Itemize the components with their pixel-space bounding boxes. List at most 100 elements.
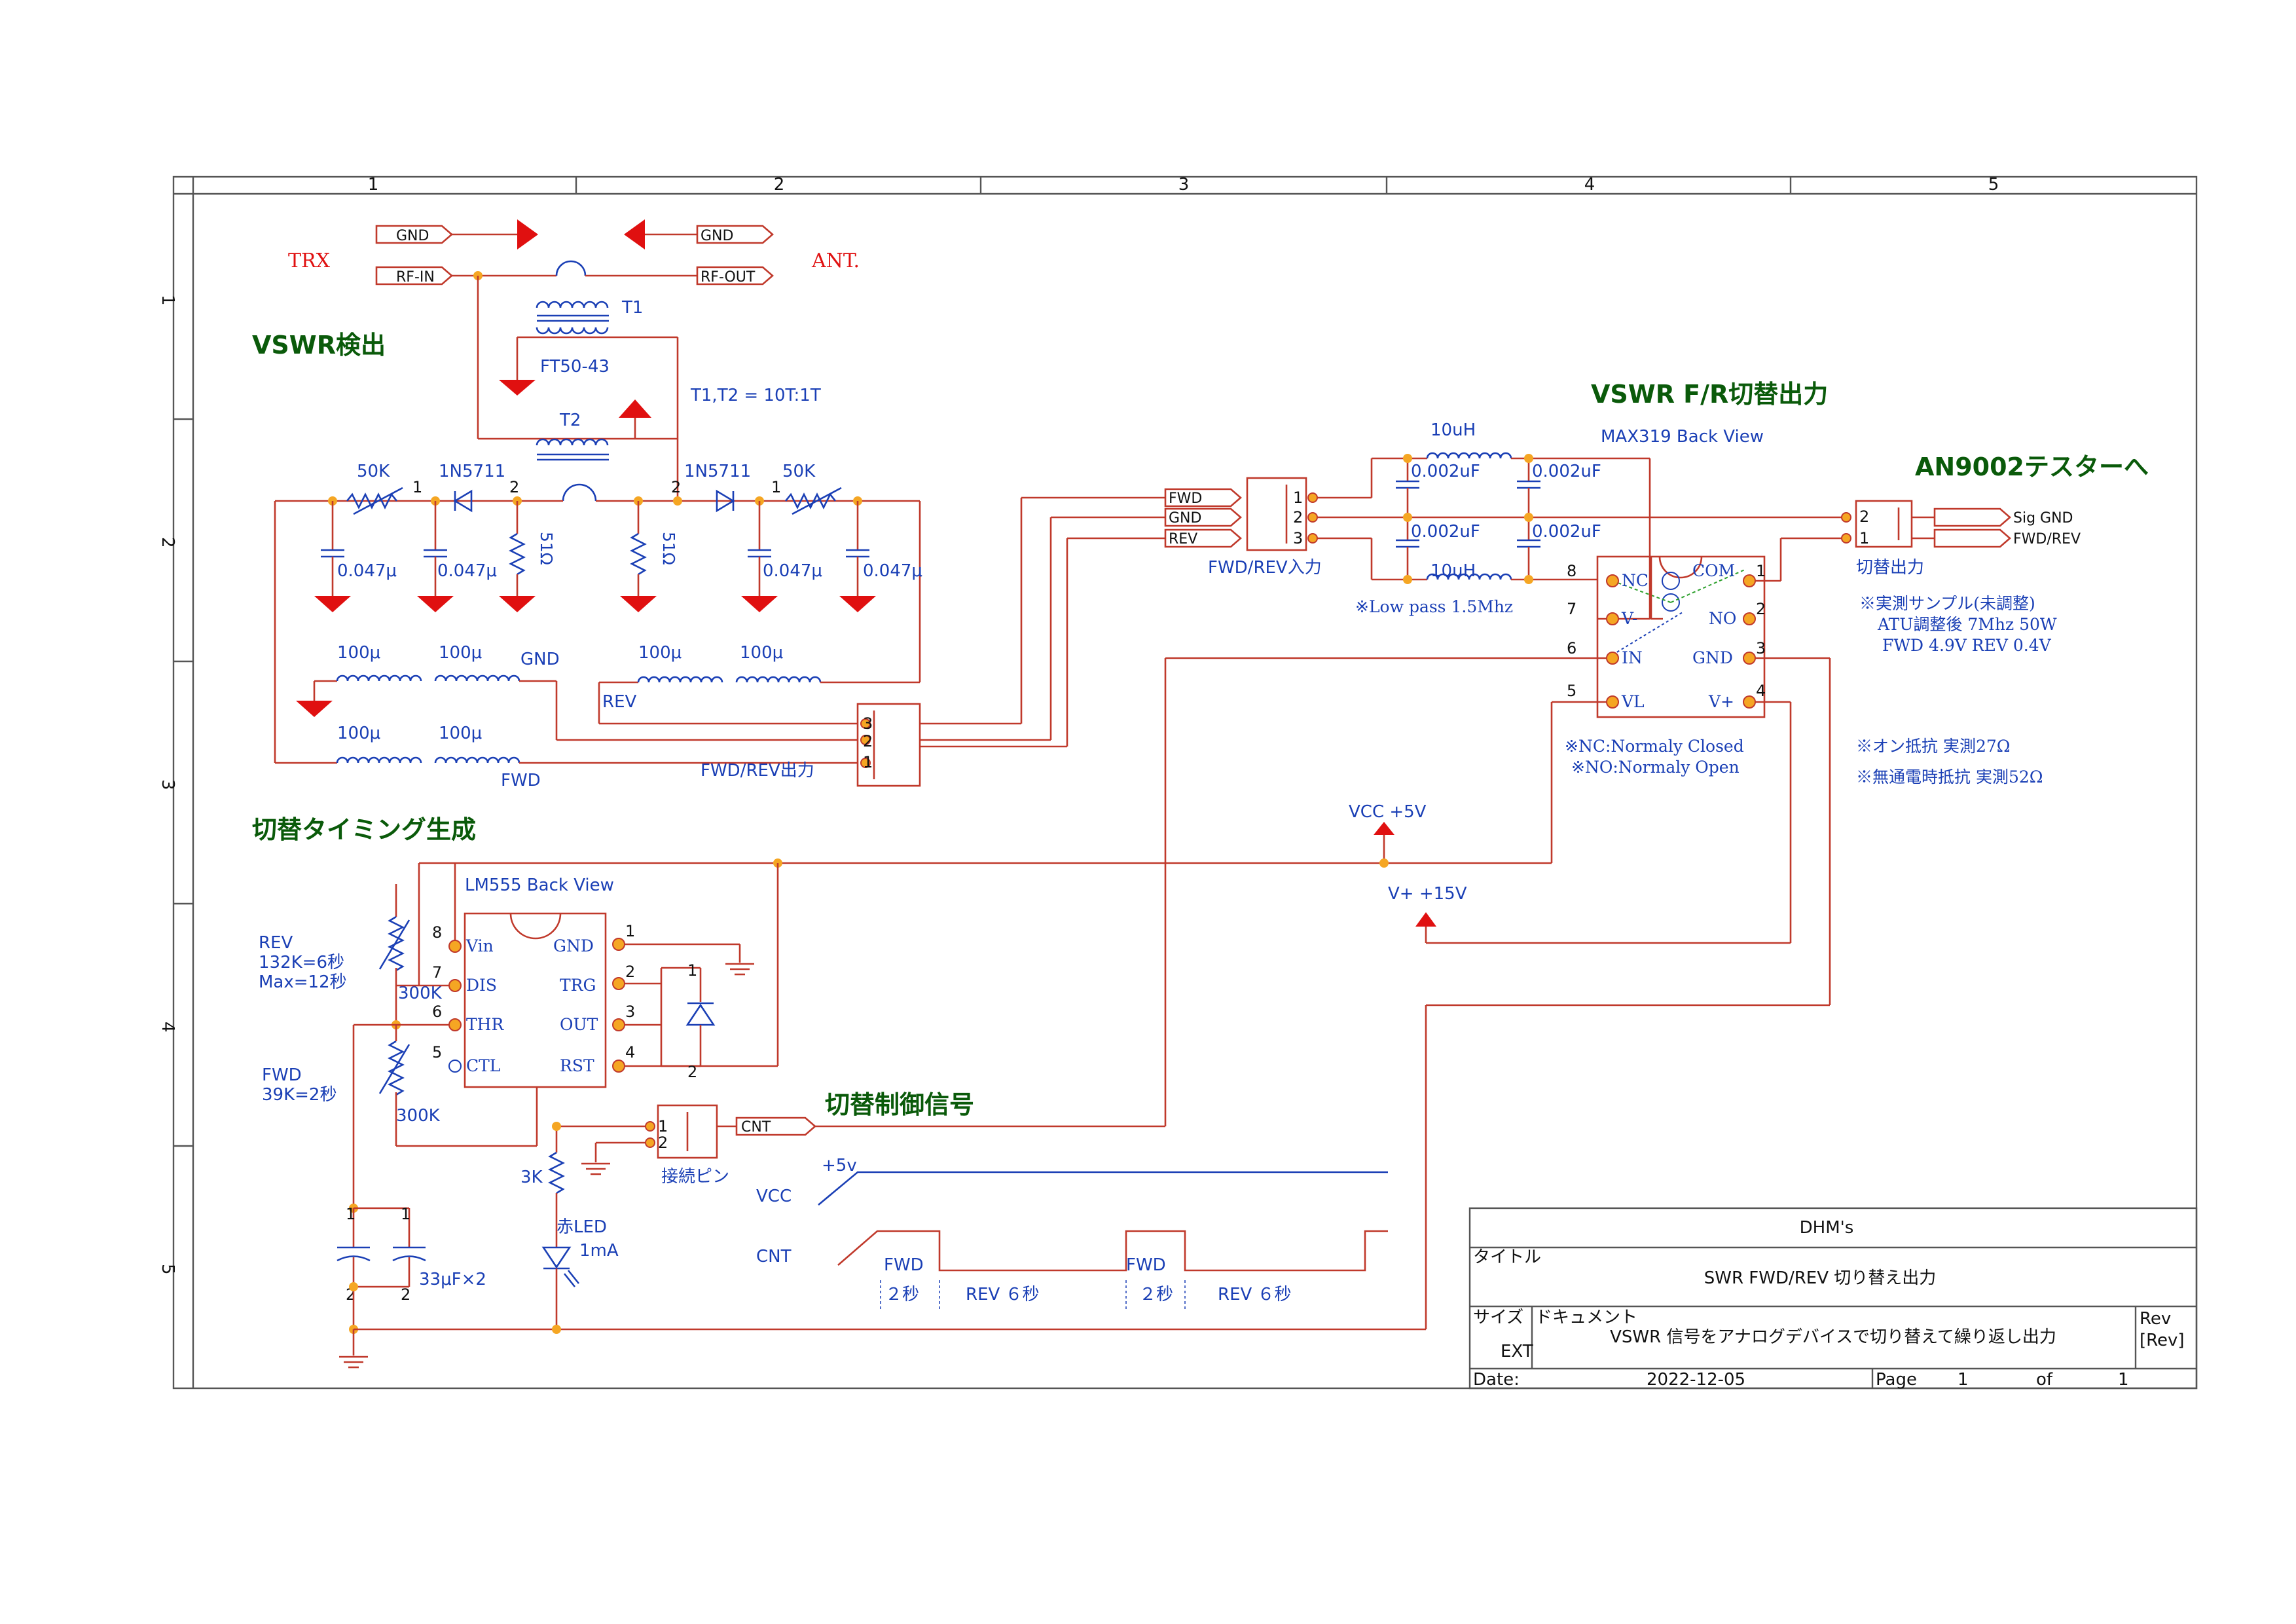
cap-label: 0.002uF xyxy=(1532,462,1601,481)
pot-label: 300K xyxy=(396,1106,441,1126)
fwd-trace-label: FWD xyxy=(884,1255,924,1275)
inductor-chain-fwd xyxy=(275,756,858,764)
lm555-title: LM555 Back View xyxy=(465,876,614,895)
fwd-note: FWD xyxy=(262,1065,302,1085)
turns-label: T1,T2 = 10T:1T xyxy=(690,386,821,405)
ind-label: 100μ xyxy=(439,724,482,743)
pin-number: 8 xyxy=(432,923,442,942)
col-number: 1 xyxy=(368,175,379,194)
switch-output-connector: 2 1 xyxy=(1841,500,2011,548)
pin-name: OUT xyxy=(560,1015,598,1034)
cap-33uf-2 xyxy=(392,1246,426,1287)
max319-left-pins: 8 7 6 5 NC V- IN VL xyxy=(1567,562,1649,711)
in-label: FWD xyxy=(1169,490,1202,507)
out-pin: 2 xyxy=(1859,507,1869,526)
rf-in-label: RF-IN xyxy=(396,269,435,286)
col-number: 4 xyxy=(1584,175,1595,194)
title: SWR FWD/REV 切り替え出力 xyxy=(1704,1268,1937,1288)
sample-note: ATU調整後 7Mhz 50W xyxy=(1877,615,2057,634)
lm555-body xyxy=(464,912,607,1088)
lm555-left-pins: 8 7 6 5 Vin DIS THR CTL xyxy=(432,923,504,1075)
cap-33uf-1 xyxy=(337,1208,371,1287)
jumper-title: 接続ピン xyxy=(661,1167,729,1187)
pot-label: 300K xyxy=(398,984,443,1003)
jumper-pin: 1 xyxy=(658,1117,668,1135)
sec2-label: ２秒 xyxy=(1139,1285,1173,1304)
rev6-label: REV ６秒 xyxy=(1218,1285,1292,1304)
pin-name: COM xyxy=(1692,561,1735,580)
heading-an9002: AN9002テスターへ xyxy=(1915,452,2149,481)
pin-label: 2 xyxy=(671,478,681,496)
ind-bot-label: 10uH xyxy=(1430,561,1476,581)
pin-number: 3 xyxy=(1756,639,1766,657)
sample-note: FWD 4.9V REV 0.4V xyxy=(1882,636,2052,655)
capacitor-left-1 xyxy=(314,501,351,612)
cap-note: 33μF×2 xyxy=(419,1270,486,1289)
heading-control-signal: 切替制御信号 xyxy=(825,1090,974,1119)
pin-name: V+ xyxy=(1708,692,1734,711)
pin-number: 2 xyxy=(625,963,635,981)
timing-chart: +5v VCC CNT FWD ２秒 REV ６秒 FWD ２秒 REV ６秒 xyxy=(756,1156,1388,1310)
coupler-section: TRX ANT. GND RF-IN GND RF-OUT T1 FT50-43… xyxy=(274,219,1165,790)
rev6-label: REV ６秒 xyxy=(966,1285,1040,1304)
rf-out-label: RF-OUT xyxy=(701,269,756,286)
heading-vswr-detect: VSWR検出 xyxy=(252,331,386,360)
page-label: Page xyxy=(1876,1370,1917,1390)
in-pin: 1 xyxy=(1293,489,1303,507)
led-current: 1mA xyxy=(579,1241,619,1261)
title-label: タイトル xyxy=(1473,1247,1541,1267)
in-pin: 3 xyxy=(1293,529,1303,547)
pin-number: 4 xyxy=(625,1043,635,1061)
rev-note: REV xyxy=(259,933,293,953)
trx-label: TRX xyxy=(288,249,331,272)
ground-arrow xyxy=(499,380,536,396)
vplus-label: V+ +15V xyxy=(1388,884,1467,904)
no-note: ※NO:Normaly Open xyxy=(1571,758,1740,777)
fwd-line-label: FWD xyxy=(501,771,541,790)
lowpass-note: ※Low pass 1.5Mhz xyxy=(1355,597,1513,616)
inductor-10uh-bottom xyxy=(1426,573,1512,580)
resistor-51-left xyxy=(499,501,536,612)
conn-pin: 2 xyxy=(863,732,873,750)
ind-label: 100μ xyxy=(638,643,682,663)
cap-pin: 1 xyxy=(346,1205,355,1223)
fwdrev-in-title: FWD/REV入力 xyxy=(1208,558,1322,578)
jumper-connector: 1 2 xyxy=(645,1104,718,1159)
t1-label: T1 xyxy=(621,298,643,318)
out-label: FWD/REV xyxy=(2013,531,2081,547)
in-label: REV xyxy=(1169,531,1197,547)
r-left-label: 50K xyxy=(357,462,390,481)
pot-300k-fwd xyxy=(378,1040,410,1096)
pot-50k-left xyxy=(346,492,398,509)
transformer-t2: T2 xyxy=(536,399,651,502)
lowpass-caps xyxy=(1396,454,1540,584)
capacitor-left-2 xyxy=(417,501,454,612)
core-label: FT50-43 xyxy=(540,357,610,377)
ground-arrow xyxy=(624,219,645,249)
ind-top-label: 10uH xyxy=(1430,420,1476,440)
fwdrev-output-connector: 3 2 1 xyxy=(856,703,921,787)
plus5-label: +5v xyxy=(822,1156,857,1175)
r51-left-label: 51Ω xyxy=(537,532,556,565)
row-number: 2 xyxy=(158,537,177,548)
max319-title: MAX319 Back View xyxy=(1601,427,1764,447)
ind-label: 100μ xyxy=(337,643,380,663)
ind-label: 100μ xyxy=(337,724,380,743)
doc-title: VSWR 信号をアナログデバイスで切り替えて繰り返し出力 xyxy=(1610,1327,2056,1347)
pin-number: 3 xyxy=(625,1003,635,1021)
size-value: EXT xyxy=(1501,1342,1533,1361)
pin-number: 1 xyxy=(625,922,635,940)
switch-section: FWD GND REV 1 2 3 FWD/REV入力 10uH 10uH xyxy=(419,420,2081,1329)
fwd-trace-label: FWD xyxy=(1126,1255,1166,1275)
on-res-note: ※オン抵抗 実測27Ω xyxy=(1856,737,2011,756)
row-number: 5 xyxy=(158,1264,177,1275)
ind-label: 100μ xyxy=(740,643,783,663)
rev-value: [Rev] xyxy=(2140,1331,2185,1350)
pin-name: IN xyxy=(1622,648,1643,667)
pin-name: RST xyxy=(560,1056,594,1075)
drawing-frame: 1 2 3 4 5 1 2 3 4 5 xyxy=(158,175,2198,1390)
pin-number: 5 xyxy=(1567,682,1576,700)
transformer-t1: T1 xyxy=(536,298,643,335)
of-value: 1 xyxy=(2118,1370,2129,1390)
cap-label: 0.002uF xyxy=(1411,462,1480,481)
